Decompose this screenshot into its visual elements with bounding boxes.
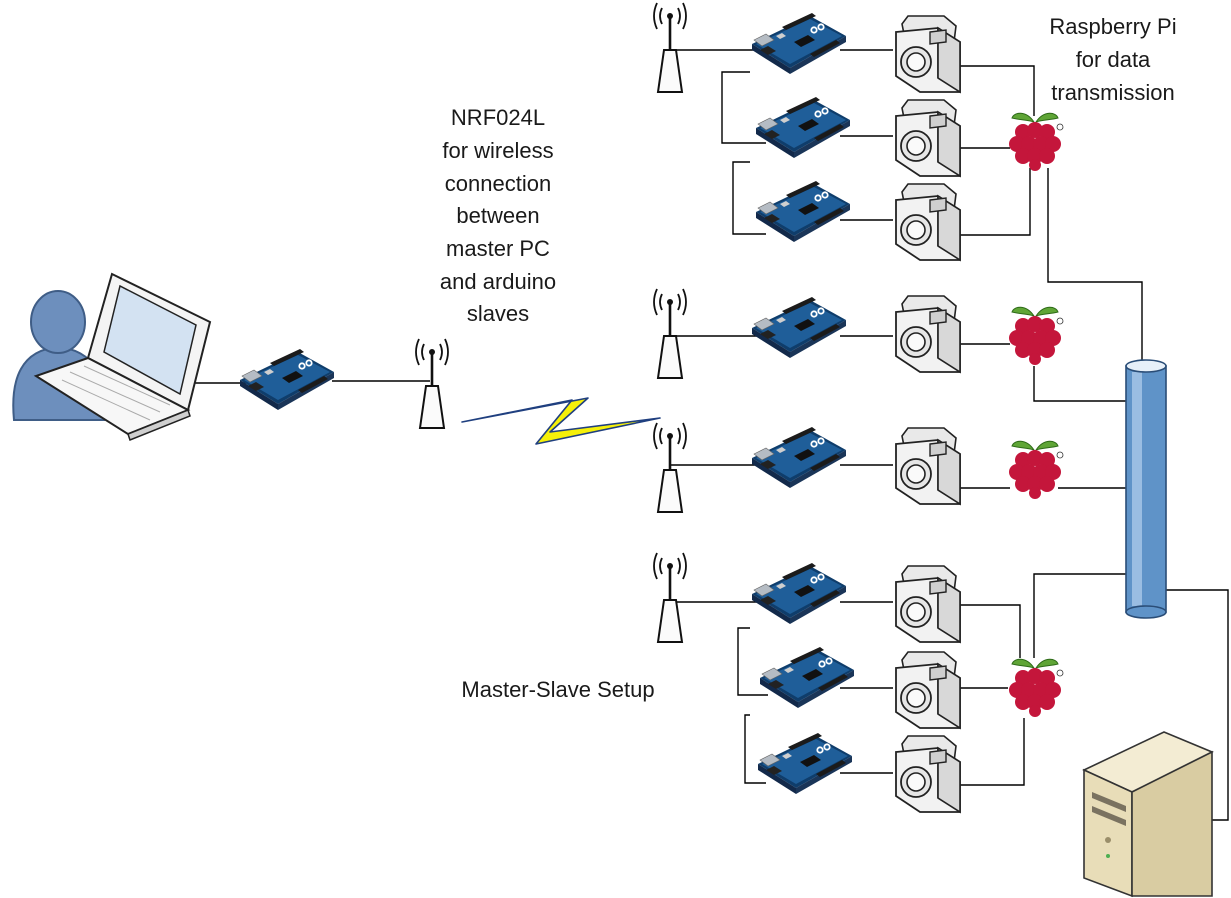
camera-icon [895, 183, 961, 261]
rpi-label-line-2: for data [1076, 47, 1151, 72]
rpi-label-line-3: transmission [1051, 80, 1174, 105]
arduino-board-icon [755, 96, 851, 159]
camera-icon [895, 735, 961, 813]
arduino-board-icon [759, 646, 855, 709]
server-icon [1082, 731, 1214, 898]
nrf-label-line-3: connection [445, 171, 551, 196]
nrf-label-line-7: slaves [467, 301, 529, 326]
arduino-board-icon [751, 12, 847, 75]
nrf-label-line-4: between [456, 203, 539, 228]
rpi-label: Raspberry Pi for data transmission [1049, 14, 1176, 105]
slave-group-2 [652, 287, 1064, 380]
network-bus-icon [1125, 359, 1167, 619]
camera-icon [895, 565, 961, 643]
antenna-icon [652, 1, 688, 94]
nrf-label: NRF024L for wireless connection between … [440, 105, 556, 326]
camera-icon [895, 15, 961, 93]
arduino-board-icon [755, 180, 851, 243]
setup-label: Master-Slave Setup [461, 677, 654, 702]
raspberry-pi-icon [1008, 658, 1064, 718]
nrf-label-line-5: master PC [446, 236, 550, 261]
master-arduino-icon [239, 348, 335, 411]
raspberry-pi-icon [1008, 112, 1064, 172]
arduino-board-icon [751, 562, 847, 625]
rpi-label-line-1: Raspberry Pi [1049, 14, 1176, 39]
camera-icon [895, 99, 961, 177]
arduino-board-icon [757, 732, 853, 795]
antenna-icon [652, 551, 688, 644]
lightning-bolt-icon [461, 397, 661, 445]
camera-icon [895, 651, 961, 729]
raspberry-pi-icon [1008, 440, 1064, 500]
raspberry-pi-icon [1008, 306, 1064, 366]
arduino-board-icon [751, 426, 847, 489]
nrf-label-line-6: and arduino [440, 269, 556, 294]
nrf-label-line-1: NRF024L [451, 105, 545, 130]
camera-icon [895, 295, 961, 373]
master-antenna-icon [414, 337, 450, 430]
arduino-board-icon [751, 296, 847, 359]
camera-icon [895, 427, 961, 505]
slave-group-3 [652, 421, 1064, 514]
slave-group-1 [652, 1, 1064, 261]
connection-lines [186, 49, 1229, 821]
antenna-icon [652, 421, 688, 514]
nrf-label-line-2: for wireless [442, 138, 553, 163]
laptop-icon [33, 272, 212, 441]
antenna-icon [652, 287, 688, 380]
